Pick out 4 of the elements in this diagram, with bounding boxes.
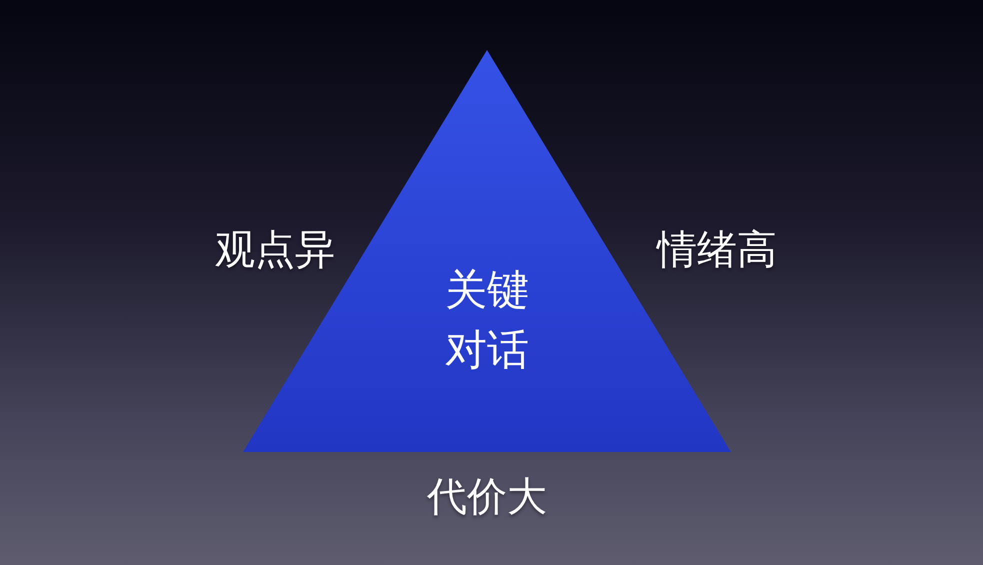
side-label: 情绪高 [657, 226, 777, 274]
side-label: 代价大 [427, 473, 547, 521]
side-label: 观点异 [215, 226, 335, 274]
center-text: 关键对话 [444, 264, 530, 376]
